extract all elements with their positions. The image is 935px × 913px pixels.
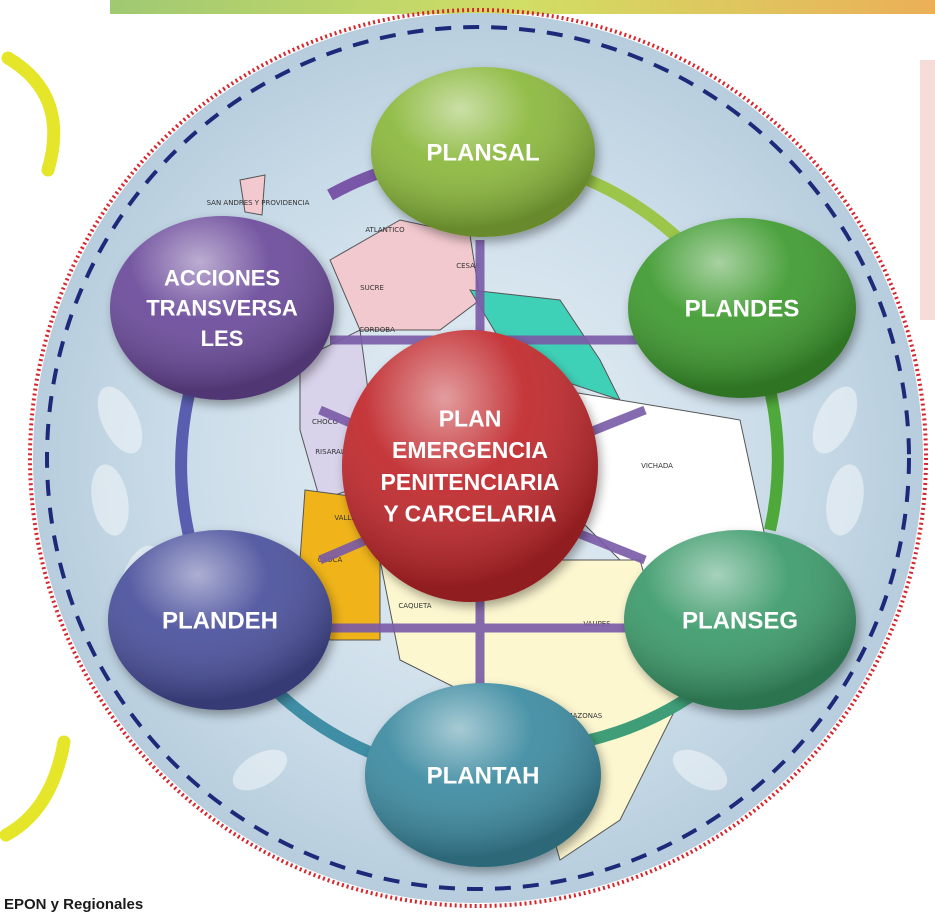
map-label-atlantico: ATLANTICO: [365, 226, 405, 234]
node-plansal: PLANSAL: [371, 67, 595, 237]
yellow-arc-top: [1, 51, 61, 177]
node-center-sheen: [342, 330, 598, 602]
map-label-valle: VALLE: [334, 514, 355, 522]
node-center: PLAN EMERGENCIA PENITENCIARIA Y CARCELARIA: [342, 330, 598, 602]
node-plansal-label-line: PLANSAL: [426, 139, 539, 166]
map-label-vichada: VICHADA: [641, 462, 673, 470]
footer-text: EPON y Regionales: [4, 896, 144, 913]
node-center-label-line: PLAN: [439, 405, 502, 431]
red-dotted-border: [28, 8, 928, 908]
map-label-choco: CHOCO: [312, 418, 339, 426]
node-acciones-label-line: TRANSVERSA: [146, 296, 298, 321]
map-label-caqueta: CAQUETA: [398, 602, 431, 610]
node-center-label-line: PENITENCIARIA: [381, 469, 560, 495]
node-planseg-sheen: [624, 530, 856, 710]
map-label-sucre: SUCRE: [360, 284, 384, 292]
node-planseg-label-line: PLANSEG: [682, 607, 798, 634]
node-planseg: PLANSEG: [624, 530, 856, 710]
node-plandeh-sheen: [108, 530, 332, 710]
node-plandeh-label-line: PLANDEH: [162, 607, 278, 634]
node-plandeh: PLANDEH: [108, 530, 332, 710]
blue-dashed-border: [45, 25, 911, 891]
node-acciones: ACCIONES TRANSVERSA LES: [110, 216, 334, 400]
node-center-label-line: Y CARCELARIA: [383, 501, 556, 527]
node-acciones-sheen: [110, 216, 334, 400]
map-label-risaralda: RISARALDA: [315, 448, 355, 456]
node-acciones-label-line: ACCIONES: [164, 265, 280, 290]
map-label-cesar: CESAR: [456, 262, 480, 270]
node-plantah-label-line: PLANTAH: [427, 762, 540, 789]
node-acciones-label-line: LES: [201, 326, 244, 351]
node-plantah: PLANTAH: [365, 683, 601, 867]
right-edge-strip: [920, 60, 935, 320]
node-plantah-sheen: [365, 683, 601, 867]
node-plandes-sheen: [628, 218, 856, 398]
node-center-label-line: EMERGENCIA: [392, 437, 548, 463]
map-label-san-andres: SAN ANDRES Y PROVIDENCIA: [207, 199, 310, 207]
map-island: [239, 174, 266, 216]
node-plansal-sheen: [371, 67, 595, 237]
map-label-amazonas: AMAZONAS: [562, 712, 603, 720]
nodes-layer: PLANSAL PLANDES PLANSEG PLANTAH PLANDEH ACCIO…: [108, 67, 856, 867]
node-plandes-label-line: PLANDES: [685, 295, 800, 322]
map-label-cordoba: CORDOBA: [359, 326, 395, 334]
top-banner-strip: [110, 0, 935, 14]
yellow-arc-bottom: [0, 735, 71, 842]
node-plandes: PLANDES: [628, 218, 856, 398]
